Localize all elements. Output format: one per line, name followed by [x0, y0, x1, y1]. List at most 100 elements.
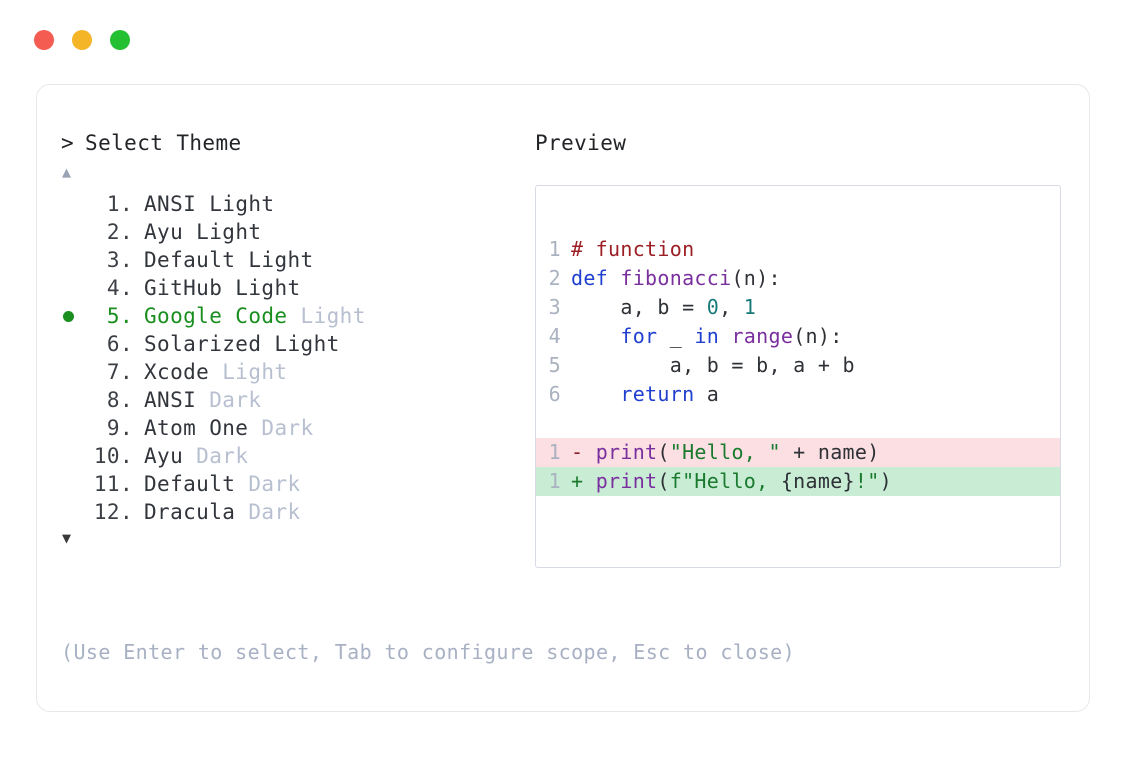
- code-line: 1# function: [536, 235, 1060, 264]
- selection-bullet-slot: [61, 414, 87, 442]
- theme-item-variant: Dark: [235, 472, 301, 496]
- selection-bullet-slot: [61, 470, 87, 498]
- code-line-number: 4: [548, 324, 561, 348]
- diff-line-minus: 1- print("Hello, " + name): [536, 438, 1060, 467]
- theme-item-name: Default: [144, 248, 236, 272]
- theme-list-item[interactable]: 10.Ayu Dark: [61, 442, 531, 470]
- preview-label: Preview: [535, 131, 627, 155]
- selection-bullet-slot: [61, 190, 87, 218]
- theme-item-name: ANSI: [144, 388, 197, 412]
- code-line-text: a, b = 0, 1: [571, 293, 756, 322]
- selection-bullet-slot: [61, 218, 87, 246]
- code-line: 6 return a: [536, 380, 1060, 409]
- code-line-text: def fibonacci(n):: [571, 264, 781, 293]
- theme-item-variant: Dark: [183, 444, 249, 468]
- code-token: 0: [706, 295, 720, 319]
- code-token: print: [595, 440, 658, 464]
- close-button[interactable]: [34, 30, 54, 50]
- diff-line-number: 1: [548, 469, 561, 493]
- code-line-number: 2: [548, 266, 561, 290]
- code-token: !": [854, 469, 880, 493]
- diff-line-text: print(f"Hello, {name}!"): [596, 467, 892, 496]
- code-line-text: # function: [571, 235, 694, 264]
- code-token: (n):: [731, 266, 781, 290]
- code-line: 2 def fibonacci(n):: [536, 264, 1060, 293]
- theme-item-name: Default: [144, 472, 236, 496]
- theme-item-name: Ayu: [144, 444, 184, 468]
- code-line-text: return a: [571, 380, 719, 409]
- diff-line-plus: 1+ print(f"Hello, {name}!"): [536, 467, 1060, 496]
- code-token: a, b =: [571, 295, 707, 319]
- diff-marker: -: [571, 440, 596, 464]
- keyboard-hint: (Use Enter to select, Tab to configure s…: [61, 640, 796, 664]
- code-token: return: [620, 382, 695, 406]
- code-token: [571, 324, 620, 348]
- selected-bullet-icon: [63, 310, 74, 322]
- code-token: ,: [719, 295, 744, 319]
- prompt-header: > Select Theme: [61, 129, 531, 157]
- code-token: def: [571, 266, 621, 290]
- code-line: 5 a, b = b, a + b: [536, 351, 1060, 380]
- theme-list-item[interactable]: 6. Solarized Light: [61, 330, 531, 358]
- theme-item-index: 9.: [106, 416, 133, 440]
- scroll-up-icon[interactable]: ▲: [62, 163, 72, 181]
- theme-item-index: 1.: [106, 192, 133, 216]
- selection-bullet-slot: [61, 386, 87, 414]
- theme-item-name: Ayu: [144, 220, 184, 244]
- theme-list-item[interactable]: 9.Atom One Dark: [61, 414, 531, 442]
- scroll-down-icon[interactable]: ▼: [62, 529, 72, 547]
- theme-list-item[interactable]: 7.Xcode Light: [61, 358, 531, 386]
- code-token: (: [657, 469, 670, 493]
- code-token: "Hello, ": [669, 440, 781, 464]
- selection-bullet-slot: [61, 274, 87, 302]
- theme-list-item[interactable]: 2.Ayu Light: [61, 218, 531, 246]
- theme-list-item[interactable]: 12.Dracula Dark: [61, 498, 531, 526]
- code-token: {name}: [780, 469, 855, 493]
- code-token: in: [694, 324, 720, 348]
- code-line-text: a, b = b, a + b: [571, 351, 855, 380]
- theme-item-variant: Light: [209, 360, 288, 384]
- selection-bullet-slot: [61, 358, 87, 386]
- theme-item-variant: Dark: [248, 416, 314, 440]
- code-token: (n):: [793, 324, 843, 348]
- minimize-button[interactable]: [72, 30, 92, 50]
- theme-list-item[interactable]: 8.ANSI Dark: [61, 386, 531, 414]
- theme-item-name: Solarized: [144, 332, 262, 356]
- theme-item-index: 3.: [106, 248, 133, 272]
- theme-list-item[interactable]: 1.ANSI Light: [61, 190, 531, 218]
- code-token: a: [694, 382, 720, 406]
- code-line: 4 for _ in range(n):: [536, 322, 1060, 351]
- theme-item-variant: Light: [261, 332, 340, 356]
- theme-list-item[interactable]: 3.Default Light: [61, 246, 531, 274]
- selection-bullet-slot: [61, 498, 87, 526]
- code-token: # function: [571, 237, 695, 261]
- selection-bullet-slot: [61, 330, 87, 358]
- theme-list-item[interactable]: 11.Default Dark: [61, 470, 531, 498]
- selection-bullet-slot: [61, 442, 87, 470]
- selection-bullet-slot: [61, 302, 87, 330]
- code-line-number: 5: [548, 353, 561, 377]
- diff-line-text: print("Hello, " + name): [596, 438, 880, 467]
- code-token: _: [657, 324, 695, 348]
- theme-item-variant: Light: [183, 220, 262, 244]
- code-token: range: [731, 324, 794, 348]
- theme-item-index: 4.: [106, 276, 133, 300]
- code-line-number: 6: [548, 382, 561, 406]
- code-line-number: 3: [548, 295, 561, 319]
- theme-item-variant: Light: [222, 276, 301, 300]
- theme-item-name: Xcode: [144, 360, 210, 384]
- theme-item-name: Google Code: [144, 304, 288, 328]
- theme-list-item[interactable]: 4.GitHub Light: [61, 274, 531, 302]
- theme-item-name: ANSI: [144, 192, 197, 216]
- theme-item-index: 6.: [106, 332, 133, 356]
- maximize-button[interactable]: [110, 30, 130, 50]
- theme-list-item[interactable]: 5.Google Code Light: [61, 302, 531, 330]
- code-line: 3 a, b = 0, 1: [536, 293, 1060, 322]
- code-token: for: [620, 324, 658, 348]
- theme-item-name: Dracula: [144, 500, 236, 524]
